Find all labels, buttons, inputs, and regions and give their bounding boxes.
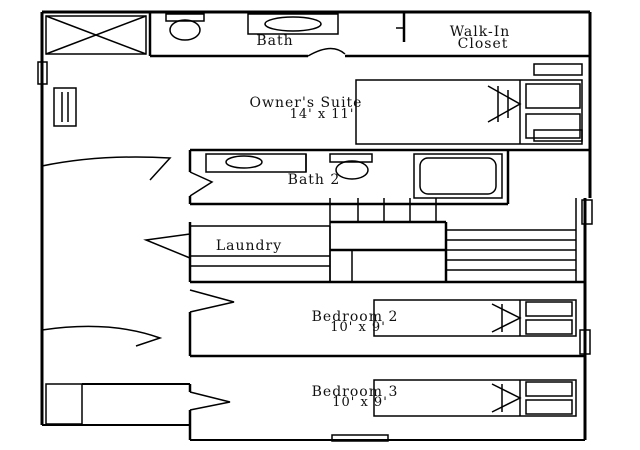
bedroom-3-size: 10' x 9' (332, 395, 388, 410)
owners-suite-label: Owner's Suite (250, 95, 363, 111)
laundry-label: Laundry (216, 238, 282, 254)
bedroom-2-room (188, 280, 591, 358)
laundry-room (143, 222, 331, 284)
bedroom-3-label: Bedroom 3 (312, 384, 399, 400)
owners-bed-icon (355, 79, 583, 145)
bedroom-3-room (45, 379, 577, 442)
walk-in-closet-label-line1: Walk-In (450, 24, 511, 40)
walk-in-closet-label-line2: Closet (458, 36, 509, 52)
owners-suite-room (37, 61, 590, 152)
bath-label: Bath (256, 33, 293, 49)
stairs (329, 198, 593, 282)
hall-door-swings (41, 156, 172, 347)
owners-suite-size: 14' x 11' (290, 107, 355, 122)
bedroom-2-bed-icon (373, 299, 577, 337)
bedroom-2-label: Bedroom 2 (312, 309, 399, 325)
bedroom-2-size: 10' x 9' (330, 320, 386, 335)
top-bath-area (45, 12, 590, 58)
bath-2-room (188, 150, 510, 206)
bedroom-3-bed-icon (373, 379, 577, 417)
bath-2-label: Bath 2 (288, 172, 341, 188)
